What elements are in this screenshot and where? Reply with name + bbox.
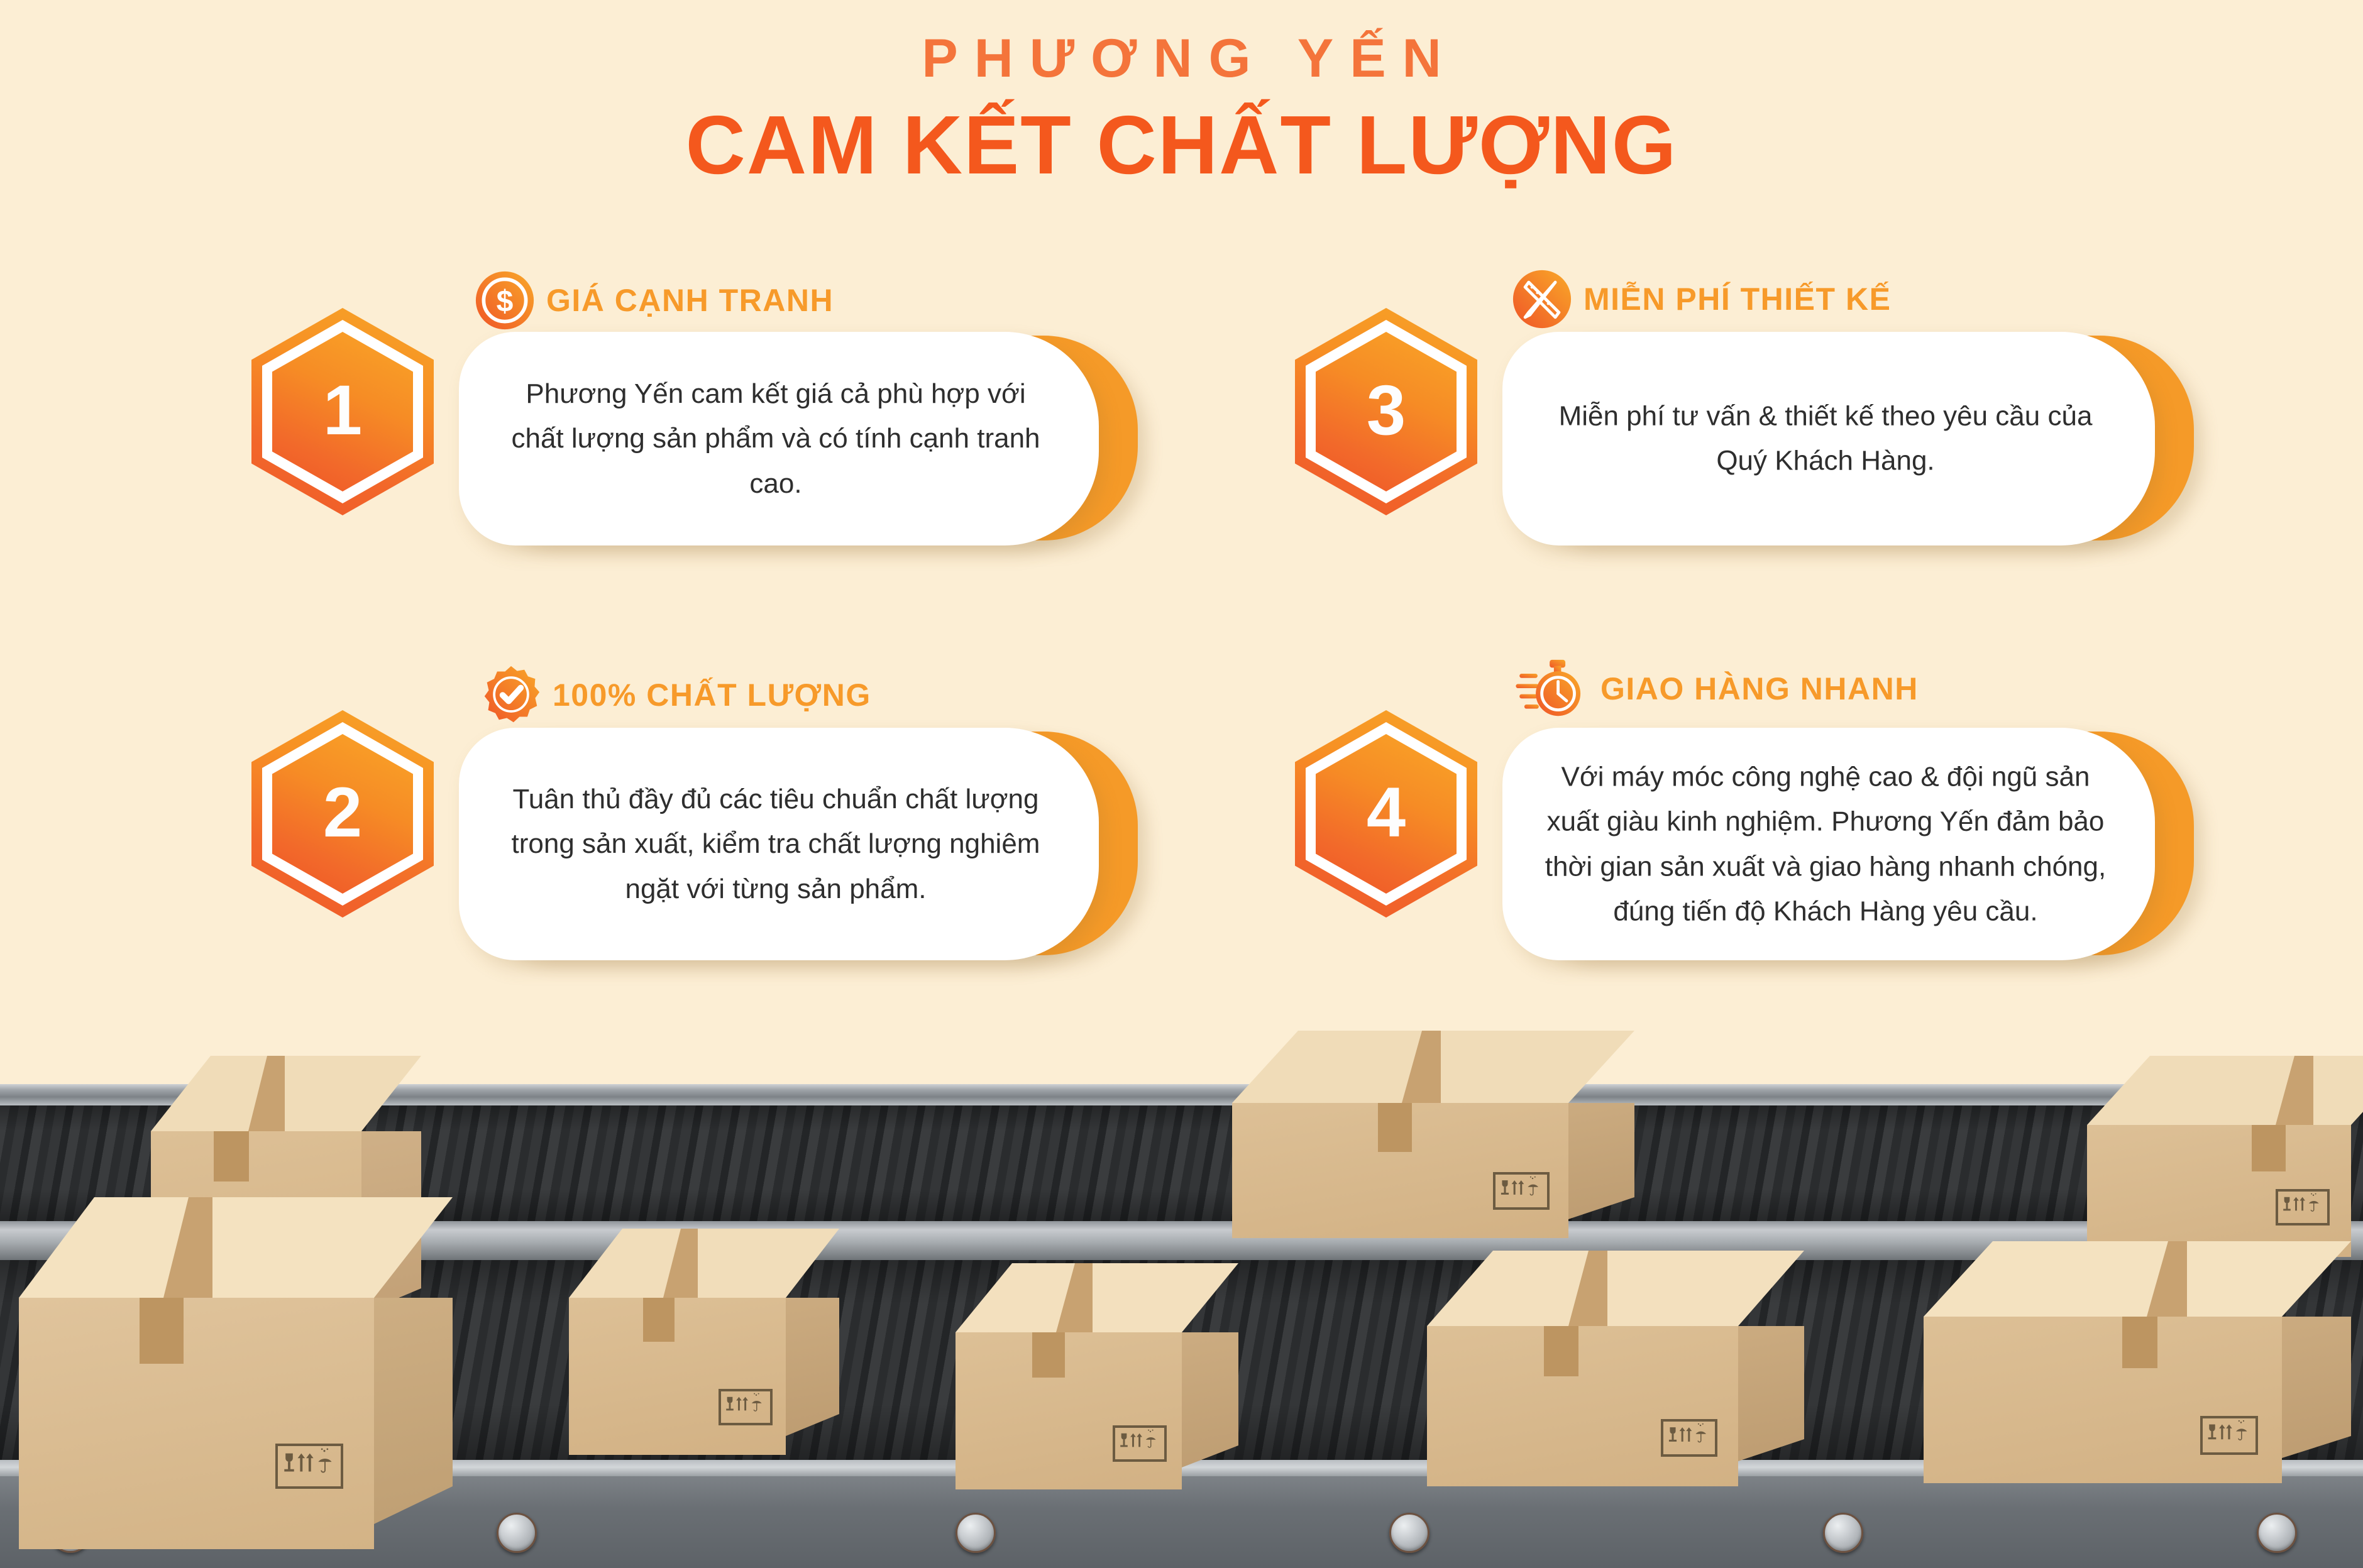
package-handling-label-icon <box>1668 1423 1707 1443</box>
conveyor-bolt <box>956 1513 996 1553</box>
card-number: 4 <box>1366 773 1406 852</box>
cardboard-box <box>1232 1031 1672 1251</box>
package-handling-label-icon <box>2208 1420 2247 1440</box>
cardboard-box <box>569 1229 852 1480</box>
card-number-badge: 1 <box>251 308 434 515</box>
cardboard-box <box>956 1263 1251 1508</box>
card-number: 2 <box>322 773 363 852</box>
card-number-badge: 4 <box>1295 710 1477 918</box>
card-panel: Phương Yến cam kết giá cả phù hợp với ch… <box>459 332 1099 546</box>
card-title: 100% CHẤT LƯỢNG <box>553 677 871 713</box>
card-heading: MIỄN PHÍ THIẾT KẾ <box>1512 269 1891 329</box>
card-heading: $ GIÁ CẠNH TRANH <box>475 270 834 331</box>
dollar-coin-icon: $ <box>475 270 535 331</box>
card-title: MIỄN PHÍ THIẾT KẾ <box>1584 282 1892 317</box>
card-panel: Miễn phí tư vấn & thiết kế theo yêu cầu … <box>1502 332 2155 546</box>
cardboard-box <box>1427 1251 1823 1502</box>
page-title: CAM KẾT CHẤT LƯỢNG <box>685 99 1678 192</box>
card-panel: Tuân thủ đầy đủ các tiêu chuẩn chất lượn… <box>459 728 1099 960</box>
conveyor-bolt <box>497 1513 537 1553</box>
conveyor-bolt <box>1389 1513 1429 1553</box>
card-body-text: Phương Yến cam kết giá cả phù hợp với ch… <box>511 378 1040 499</box>
feature-card-2[interactable]: Tuân thủ đầy đủ các tiêu chuẩn chất lượn… <box>251 666 1138 974</box>
pencil-ruler-icon <box>1512 269 1572 329</box>
brand-subtitle: PHƯƠNG YẾN <box>922 28 1458 89</box>
card-panel: Với máy móc công nghệ cao & đội ngũ sản … <box>1502 728 2155 960</box>
card-heading: 100% CHẤT LƯỢNG <box>481 665 871 725</box>
package-handling-label-icon <box>726 1393 762 1412</box>
card-body-text: Miễn phí tư vấn & thiết kế theo yêu cầu … <box>1558 400 2093 476</box>
cardboard-box <box>2087 1056 2363 1263</box>
feature-card-4[interactable]: Với máy móc công nghệ cao & đội ngũ sản … <box>1295 659 2194 974</box>
header-block: PHƯƠNG YẾN CAM KẾT CHẤT LƯỢNG <box>0 30 2363 192</box>
package-handling-label-icon <box>284 1448 332 1473</box>
conveyor-bolt <box>1823 1513 1863 1553</box>
card-body-text: Với máy móc công nghệ cao & đội ngũ sản … <box>1545 761 2107 927</box>
cardboard-box <box>1924 1241 2363 1499</box>
conveyor-bolt <box>2257 1513 2297 1553</box>
feature-card-1[interactable]: Phương Yến cam kết giá cả phù hợp với ch… <box>251 271 1138 559</box>
cardboard-box <box>19 1197 471 1549</box>
card-heading: GIAO HÀNG NHANH <box>1515 659 1919 719</box>
card-number-badge: 2 <box>251 710 434 918</box>
feature-card-3[interactable]: Miễn phí tư vấn & thiết kế theo yêu cầu … <box>1295 270 2194 559</box>
package-handling-label-icon <box>2283 1193 2319 1212</box>
stopwatch-fast-icon <box>1515 659 1589 719</box>
card-number: 3 <box>1366 371 1406 449</box>
quality-badge-check-icon <box>481 665 541 725</box>
card-number: 1 <box>322 371 363 449</box>
package-handling-label-icon <box>1120 1429 1156 1448</box>
card-number-badge: 3 <box>1295 308 1477 515</box>
conveyor-base-bar <box>0 1476 2363 1568</box>
card-title: GIAO HÀNG NHANH <box>1600 671 1919 706</box>
svg-text:$: $ <box>497 285 514 318</box>
package-handling-label-icon <box>1501 1176 1539 1196</box>
card-title: GIÁ CẠNH TRANH <box>546 283 834 318</box>
card-body-text: Tuân thủ đầy đủ các tiêu chuẩn chất lượn… <box>511 784 1040 904</box>
